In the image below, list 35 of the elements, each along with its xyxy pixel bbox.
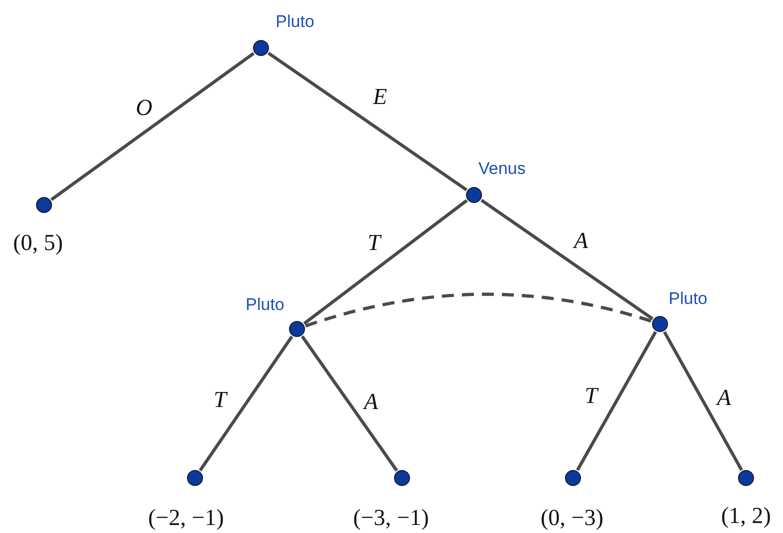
payoff-label: (−2, −1) — [148, 505, 224, 531]
branch-line — [268, 52, 468, 192]
payoff-label: (0, −3) — [540, 505, 604, 531]
payoff-label: (−3, −1) — [353, 505, 429, 531]
decision-node — [288, 320, 304, 336]
information-set-line — [305, 292, 652, 328]
edge-label: O — [136, 95, 152, 121]
decision-node — [564, 470, 580, 486]
decision-node — [36, 196, 52, 212]
edge-label: E — [372, 84, 388, 110]
decision-node — [394, 470, 410, 486]
payoff-label: (1, 2) — [721, 503, 771, 529]
player-label: Venus — [478, 159, 526, 179]
player-label: Pluto — [668, 289, 708, 309]
player-label: Pluto — [276, 12, 314, 32]
branch-line — [480, 198, 654, 320]
decision-node — [186, 470, 202, 486]
edge-label: T — [584, 383, 598, 409]
edge-label: T — [368, 230, 380, 256]
decision-node — [738, 470, 754, 486]
branch-line — [300, 335, 398, 472]
branch-line — [198, 336, 294, 472]
decision-node — [466, 186, 482, 202]
branch-line — [50, 52, 255, 202]
decision-node — [252, 40, 268, 56]
edge-label: A — [574, 228, 588, 254]
decision-node — [652, 316, 668, 332]
player-label: Pluto — [246, 295, 284, 315]
edge-label: A — [716, 385, 732, 411]
branch-line — [663, 331, 743, 471]
payoff-label: (0, 5) — [13, 230, 63, 256]
edge-label: A — [364, 389, 378, 415]
edge-label: T — [214, 387, 226, 413]
branch-line — [576, 331, 657, 471]
branch-line — [303, 199, 468, 325]
